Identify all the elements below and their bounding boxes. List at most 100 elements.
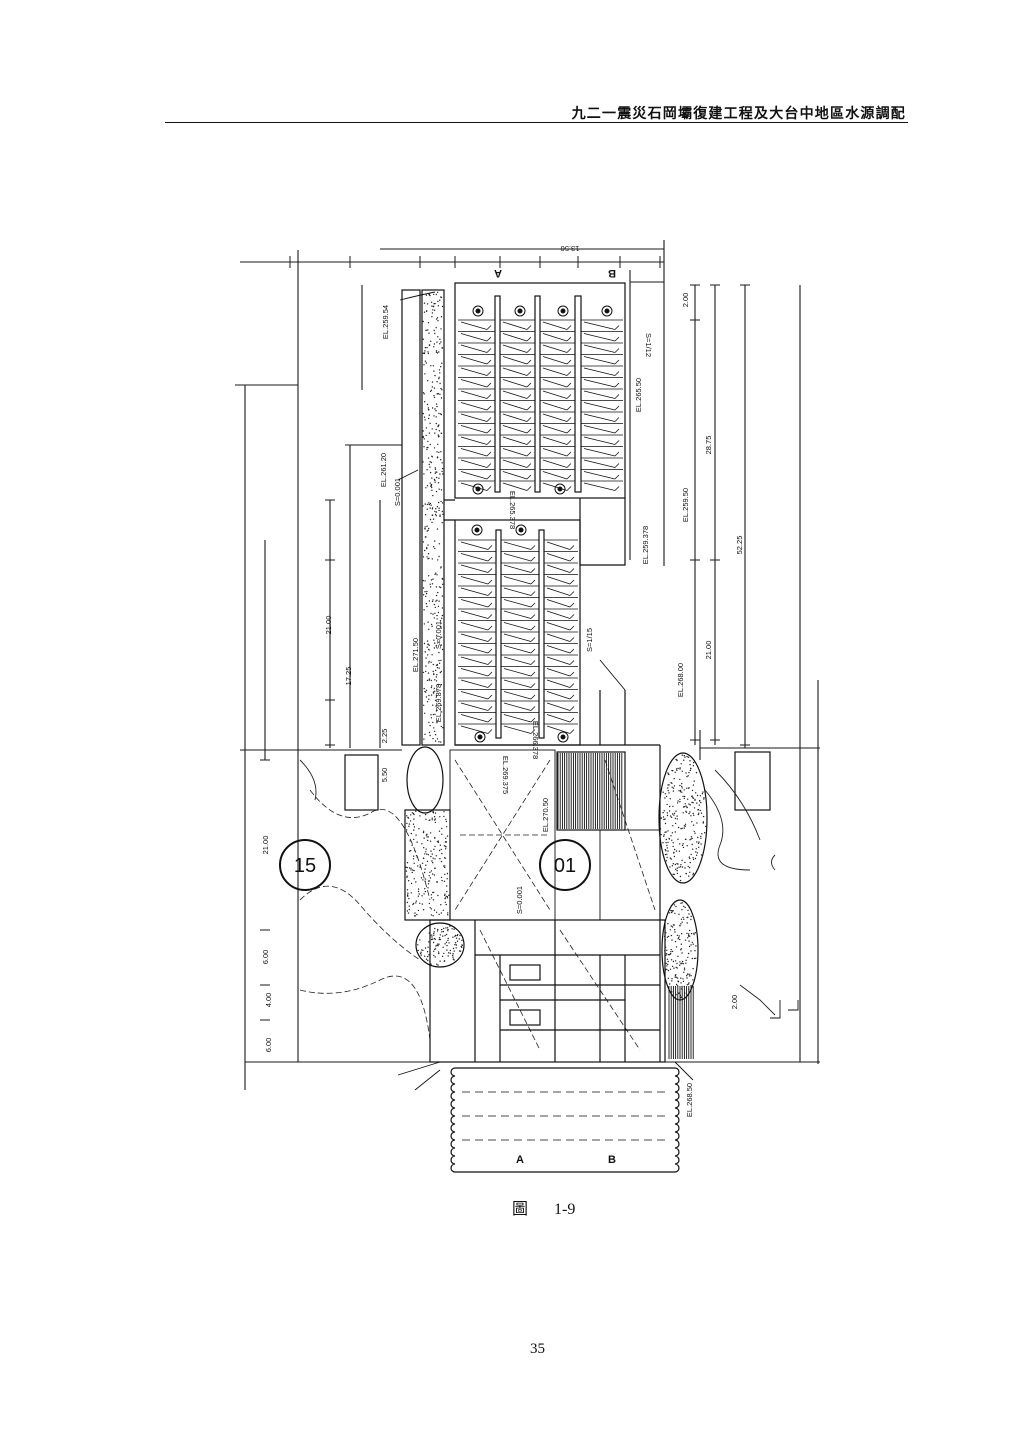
- pool-baffle-tick: [526, 451, 532, 457]
- stipple-dot: [703, 798, 705, 800]
- stipple-dot: [678, 935, 680, 937]
- stipple-dot: [440, 296, 442, 298]
- stipple-dot: [438, 378, 440, 380]
- stipple-dot: [424, 651, 426, 653]
- section-circle-01: 01: [539, 839, 591, 891]
- stipple-dot: [418, 893, 420, 895]
- stipple-dot: [677, 767, 679, 770]
- stipple-dot: [675, 974, 677, 976]
- stipple-dot: [688, 975, 691, 977]
- stipple-dot: [689, 760, 691, 762]
- stipple-dot: [432, 518, 435, 520]
- stipple-dot: [682, 978, 684, 980]
- pool-baffle-diagonal: [503, 564, 532, 573]
- stipple-dot: [680, 902, 682, 904]
- stipple-dot: [419, 866, 421, 868]
- stipple-dot: [675, 810, 677, 812]
- stipple-dot: [422, 352, 424, 354]
- slope-label: S=0.001: [393, 478, 402, 506]
- stipple-dot: [435, 695, 438, 697]
- stipple-dot: [668, 810, 671, 812]
- pool-baffle-tick: [487, 660, 493, 665]
- stipple-dot: [436, 506, 439, 508]
- stipple-dot: [442, 935, 444, 937]
- pool-baffle-tick: [486, 463, 492, 468]
- dimension-label: 52.25: [735, 536, 744, 555]
- stipple-dot: [682, 806, 685, 808]
- stipple-dot: [702, 791, 704, 793]
- stipple-dot: [433, 932, 435, 935]
- stipple-dot: [410, 869, 412, 871]
- pool-baffle-diagonal: [546, 599, 571, 608]
- stipple-dot: [436, 393, 438, 395]
- stipple-dot: [415, 834, 417, 836]
- stipple-dot: [456, 940, 459, 942]
- river-contour-lines: [299, 759, 776, 1016]
- stipple-dot: [675, 983, 678, 986]
- stipple-dot: [688, 803, 690, 805]
- stipple-dot: [435, 594, 438, 597]
- pool-baffle-diagonal: [503, 656, 532, 665]
- stipple-dot: [425, 689, 428, 691]
- pool-baffle-diagonal: [503, 645, 532, 654]
- stipple-dot: [427, 959, 429, 962]
- stipple-dot: [669, 953, 672, 955]
- stipple-dot: [454, 943, 456, 946]
- pool-baffle-tick: [526, 394, 532, 399]
- stipple-dot: [665, 932, 667, 934]
- stipple-dot: [664, 969, 667, 971]
- stipple-dot: [687, 937, 689, 939]
- stipple-dot: [685, 959, 687, 961]
- stipple-dot: [431, 316, 433, 318]
- stipple-dot: [429, 482, 431, 484]
- pool-baffle-diagonal: [546, 541, 571, 550]
- stipple-dot: [408, 897, 410, 900]
- stipple-dot: [435, 490, 438, 493]
- stipple-dot: [670, 816, 673, 818]
- stipple-dot: [664, 949, 666, 952]
- stipple-dot: [691, 821, 693, 823]
- stipple-dot: [672, 924, 675, 926]
- stipple-dot: [673, 814, 675, 816]
- stipple-dot: [439, 343, 441, 345]
- stipple-dot: [680, 982, 682, 984]
- stipple-dot: [424, 514, 427, 516]
- stipple-dot: [441, 614, 444, 617]
- pool-baffle-tick: [530, 660, 536, 665]
- stipple-dot: [426, 525, 428, 527]
- stipple-dot: [695, 854, 698, 856]
- stipple-dot: [429, 461, 431, 463]
- stipple-dot: [435, 403, 438, 405]
- stipple-dot: [440, 586, 442, 589]
- stipple-dot: [437, 300, 439, 302]
- stipple-dot: [693, 807, 696, 809]
- intake-grid-structure: [415, 899, 699, 1063]
- stipple-dot: [406, 866, 408, 869]
- stipple-dot: [426, 640, 429, 642]
- stipple-dot: [422, 412, 424, 415]
- elevation-label: EL.261.20: [379, 453, 388, 487]
- stipple-dot: [440, 397, 443, 399]
- stipple-dot: [434, 699, 437, 702]
- stipple-dot: [423, 893, 425, 895]
- dimension-label: 21.00: [261, 836, 270, 855]
- stipple-dot: [427, 672, 430, 674]
- stipple-dot: [440, 670, 442, 673]
- stipple-dot: [671, 786, 673, 788]
- stipple-dot: [677, 863, 679, 865]
- stipple-dot: [439, 338, 441, 340]
- stipple-dot: [412, 823, 415, 825]
- entrance-structure: [344, 745, 771, 1062]
- stipple-dot: [440, 876, 443, 879]
- stipple-dot: [447, 928, 449, 931]
- pool-baffle-tick: [614, 428, 620, 434]
- stipple-dot: [410, 850, 412, 852]
- pool-baffle-tick: [569, 579, 575, 585]
- stipple-dot: [435, 350, 438, 352]
- stipple-dot: [414, 912, 416, 914]
- stipple-dot: [680, 918, 683, 920]
- stipple-dot: [433, 370, 435, 372]
- stipple-dot: [424, 733, 426, 735]
- pool-baffle-diagonal: [542, 390, 568, 399]
- stipple-dot: [440, 625, 442, 628]
